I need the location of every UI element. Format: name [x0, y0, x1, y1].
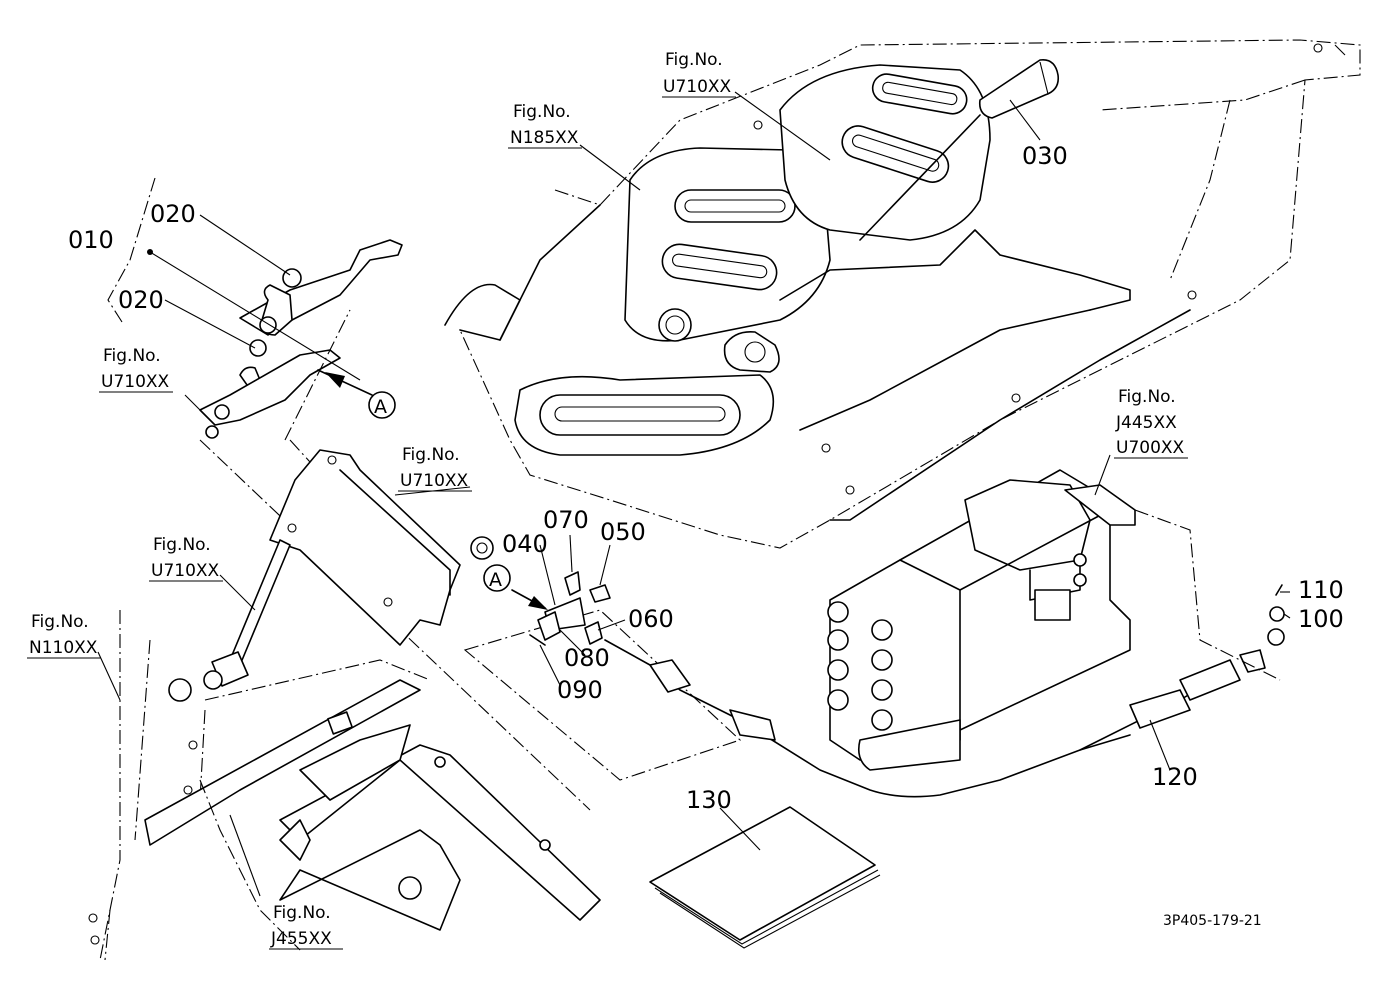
- part-label-130: 130: [686, 786, 732, 814]
- fig-ref-n110: Fig.No. N110XX: [27, 612, 101, 659]
- part-label-020-lower: 020: [118, 286, 164, 314]
- fig-ref-j455: Fig.No. J455XX: [269, 903, 343, 950]
- view-marker-a-lower: A: [489, 569, 502, 591]
- part-label-040: 040: [502, 530, 548, 558]
- part-label-110: 110: [1298, 576, 1344, 604]
- part-label-120: 120: [1152, 763, 1198, 791]
- control-valve-block: [827, 469, 1281, 771]
- svg-text:Fig.No.: Fig.No.: [402, 445, 460, 465]
- part-label-020-upper: 020: [150, 200, 196, 228]
- part-label-060: 060: [628, 605, 674, 633]
- svg-text:Fig.No.: Fig.No.: [31, 612, 89, 632]
- part-label-090: 090: [557, 676, 603, 704]
- svg-text:U710XX: U710XX: [663, 77, 732, 97]
- fig-ref-u710-low: Fig.No. U710XX: [149, 535, 223, 582]
- svg-text:U710XX: U710XX: [400, 471, 469, 491]
- drawing-code: 3P405-179-21: [1163, 913, 1262, 929]
- fig-ref-u710-mid: Fig.No. U710XX: [398, 445, 472, 492]
- svg-text:Fig.No.: Fig.No.: [103, 346, 161, 366]
- cable-assembly: [463, 536, 1285, 798]
- part-number-labels: 010 020 020 030 040 050 060 070 080 090 …: [68, 142, 1344, 814]
- svg-text:N185XX: N185XX: [510, 128, 579, 148]
- lever-assembly: [107, 177, 403, 439]
- svg-text:N110XX: N110XX: [29, 638, 98, 658]
- seat-fender-assembly: [444, 39, 1361, 549]
- fig-ref-u710-top: Fig.No. U710XX: [662, 50, 736, 98]
- view-markers: A A: [374, 396, 502, 591]
- svg-text:U710XX: U710XX: [151, 561, 220, 581]
- svg-text:U700XX: U700XX: [1116, 438, 1185, 458]
- part-label-070: 070: [543, 506, 589, 534]
- svg-text:Fig.No.: Fig.No.: [273, 903, 331, 923]
- part-label-050: 050: [600, 518, 646, 546]
- fig-ref-j445-u700: Fig.No. J445XX U700XX: [1114, 387, 1188, 459]
- fig-ref-n185: Fig.No. N185XX: [508, 102, 582, 149]
- part-label-010: 010: [68, 226, 114, 254]
- figure-references: Fig.No. U710XX Fig.No. N185XX Fig.No. U7…: [27, 50, 1188, 950]
- svg-text:Fig.No.: Fig.No.: [665, 50, 723, 70]
- svg-text:U710XX: U710XX: [101, 372, 170, 392]
- svg-text:Fig.No.: Fig.No.: [153, 535, 211, 555]
- part-label-030: 030: [1022, 142, 1068, 170]
- part-label-080: 080: [564, 644, 610, 672]
- fig-ref-u710-left: Fig.No. U710XX: [99, 346, 173, 393]
- svg-text:Fig.No.: Fig.No.: [513, 102, 571, 122]
- view-marker-a-upper: A: [374, 396, 387, 418]
- frame-brackets: [88, 309, 601, 961]
- svg-text:Fig.No.: Fig.No.: [1118, 387, 1176, 407]
- manual-booklet: [649, 806, 881, 949]
- svg-text:J455XX: J455XX: [270, 929, 332, 949]
- svg-text:J445XX: J445XX: [1115, 413, 1177, 433]
- part-label-100: 100: [1298, 605, 1344, 633]
